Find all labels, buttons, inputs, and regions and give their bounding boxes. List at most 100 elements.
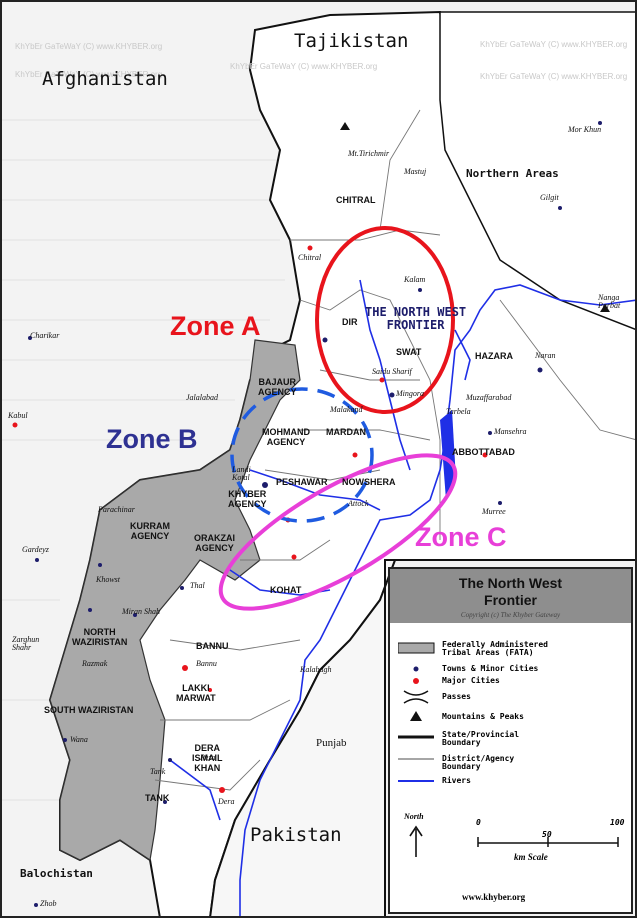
scale-tick: 100 (610, 818, 625, 827)
scale-tick: 50 (542, 830, 552, 839)
district-label-kohat: KOHAT (270, 585, 302, 595)
city-label: Muzaffarabad (466, 393, 512, 402)
watermark-text: KhYbEr GaTeWaY (C) www.KHYBER.org (15, 42, 163, 51)
zone-b-outline (230, 387, 374, 523)
city-label: Kalabagh (300, 665, 332, 674)
city-label: Zarghun Shahr (12, 635, 40, 652)
zone-a-label: Zone A (170, 311, 261, 341)
district-label-dera-ismail-khan: DERA ISMAIL KHAN (192, 743, 223, 773)
city-label: Gilgit (540, 193, 559, 202)
city-label: Chitral (298, 253, 322, 262)
district-label-bannu: BANNU (196, 641, 229, 651)
district-label-kurram: KURRAM AGENCY (130, 521, 170, 541)
legend-item-state-boundary: State/Provincial Boundary (442, 730, 520, 748)
legend-item-mountains: Mountains & Peaks (442, 712, 524, 721)
district-label-chitral: CHITRAL (336, 195, 376, 205)
zone-c-outline (218, 453, 458, 611)
district-label-lakki-marwat: LAKKI MARWAT (176, 683, 216, 703)
city-label: Naran (535, 351, 556, 360)
city-dots (12, 121, 602, 907)
city-label: Nanga Parbat (598, 293, 621, 310)
city-label: Landi Kotal (232, 465, 251, 482)
district-label-tank: TANK (145, 793, 170, 803)
city-label: Saidu Sharif (372, 367, 412, 376)
city-label: Gardeyz (22, 545, 49, 554)
city-label: Peza (200, 753, 216, 762)
district-label-swat: SWAT (396, 347, 422, 357)
city-label: Jalalabad (186, 393, 218, 402)
district-label-orakzai: ORAKZAI AGENCY (194, 533, 235, 553)
region-label-punjab: Punjab (316, 737, 347, 749)
city-label: Khowst (96, 575, 121, 584)
legend-item-rivers: Rivers (442, 776, 471, 785)
city-label: Tarbela (446, 407, 471, 416)
city-label: Thal (190, 581, 205, 590)
district-label-khyber: KHYBER AGENCY (228, 489, 267, 509)
legend-website: www.khyber.org (462, 892, 526, 902)
scale-bar (477, 837, 619, 847)
region-label-north-west-frontier: THE NORTH WEST FRONTIER (365, 305, 467, 332)
watermark-text: KhYbEr GaTeWaY (C) www.KHYBER.org (230, 62, 378, 71)
zone-b-label: Zone B (106, 424, 198, 454)
country-label-tajikistan: Tajikistan (294, 30, 409, 52)
district-label-peshawar: PESHAWAR (276, 477, 328, 487)
district-label-nowshera: NOWSHERA (342, 477, 396, 487)
city-label: Parachinar (98, 505, 135, 514)
map-legend: The North West Frontier Copyright (c) Th… (388, 567, 633, 914)
city-label: Zhob (40, 899, 57, 908)
zone-c-label: Zone C (415, 522, 507, 552)
rivers (169, 279, 637, 918)
country-label-pakistan: Pakistan (250, 824, 342, 846)
city-label: Murree (482, 507, 506, 516)
city-label: Kalam (404, 275, 426, 284)
watermark-text: KhYbEr GaTeWaY (C) www.KHYBER.org (15, 70, 163, 79)
city-label: Mastuj (404, 167, 427, 176)
legend-symbols (398, 642, 435, 782)
north-arrow-icon (409, 825, 423, 857)
watermark-text: KhYbEr GaTeWaY (C) www.KHYBER.org (480, 40, 628, 49)
city-label: Razmak (82, 659, 108, 668)
legend-item-district-boundary: District/Agency Boundary (442, 754, 515, 772)
city-label: Miran Shah (122, 607, 160, 616)
city-label: Charikar (30, 331, 60, 340)
city-label: Mor Khun (568, 125, 602, 134)
city-label: Kabul (8, 411, 28, 420)
zone-a-outline (315, 226, 455, 414)
district-label-south-waziristan: SOUTH WAZIRISTAN (44, 705, 134, 715)
city-label: Mansehra (494, 427, 527, 436)
legend-item-passes: Passes (442, 692, 471, 701)
legend-copyright: Copyright (c) The Khyber Gateway (390, 610, 631, 623)
district-label-mardan: MARDAN (326, 427, 366, 437)
tarbela-lake (440, 410, 456, 500)
peaks (340, 122, 610, 312)
legend-item-major-cities: Major Cities (442, 676, 500, 685)
city-label: Mt.Tirichmir (348, 149, 390, 158)
watermark-text: KhYbEr GaTeWaY (C) www.KHYBER.org (480, 72, 628, 81)
scale-tick: 0 (476, 818, 481, 827)
city-label: Bannu (196, 659, 217, 668)
district-label-hazara: HAZARA (475, 351, 513, 361)
district-label-dir: DIR (342, 317, 358, 327)
northern-areas-land (439, 11, 637, 331)
district-label-bajaur: BAJAUR AGENCY (258, 377, 297, 397)
city-label: Dera (218, 797, 235, 806)
scale-label: km Scale (514, 852, 548, 862)
legend-north-label: North (404, 812, 424, 821)
punjab-land (208, 559, 397, 918)
district-label-abbottabad: ABBOTTABAD (452, 447, 515, 457)
city-label: Malakand (330, 405, 363, 414)
region-label-balochistan: Balochistan (20, 867, 93, 880)
legend-item-fata: Federally Administered Tribal Areas (FAT… (442, 640, 548, 658)
district-label-north-waziristan: NORTH WAZIRISTAN (72, 627, 128, 647)
city-label: Tank (150, 767, 166, 776)
country-label-afghanistan: Afghanistan (42, 68, 168, 90)
city-label: Wana (70, 735, 88, 744)
city-label: Mingora (396, 389, 424, 398)
city-label: Attock (348, 499, 369, 508)
region-label-northern-areas: Northern Areas (466, 167, 559, 180)
district-label-mohmand: MOHMAND AGENCY (262, 427, 310, 447)
legend-title: The North West Frontier (390, 569, 631, 611)
legend-item-towns: Towns & Minor Cities (442, 664, 539, 673)
